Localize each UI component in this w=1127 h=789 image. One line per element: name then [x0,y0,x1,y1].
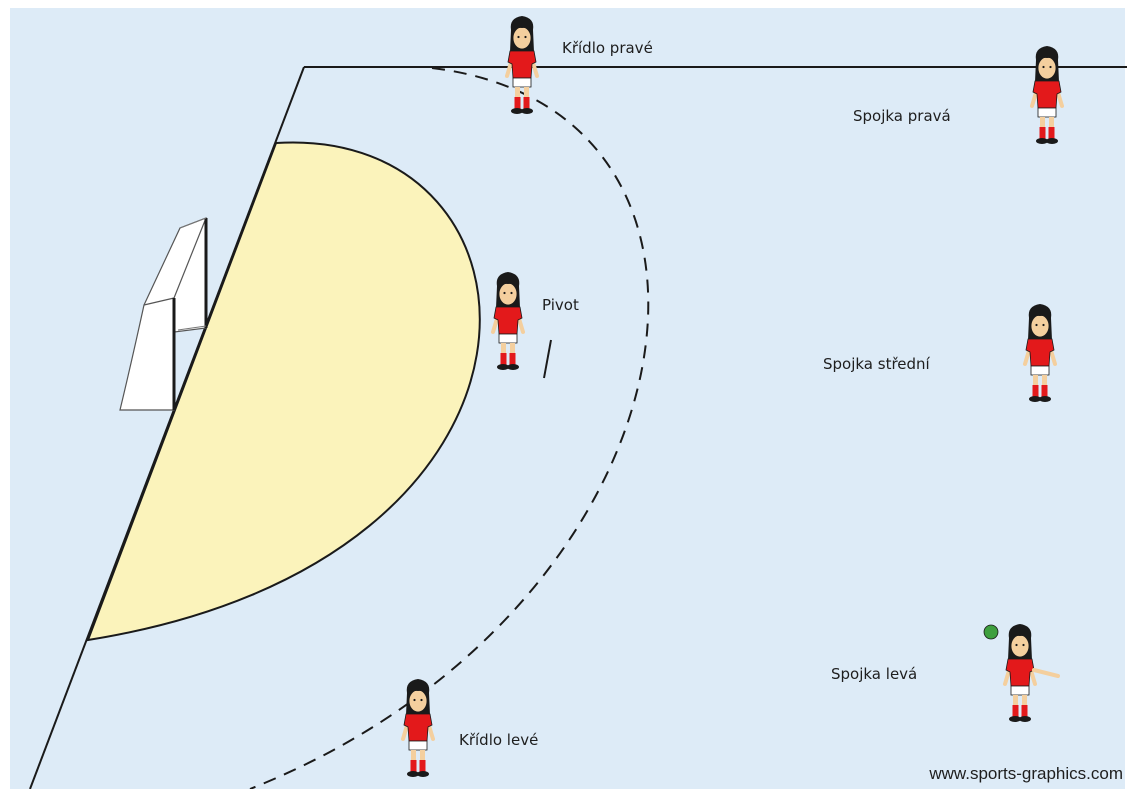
goal-area [86,141,481,642]
credit-text: www.sports-graphics.com [928,764,1123,783]
label-wing-right: Křídlo pravé [562,39,653,57]
label-back-center: Spojka střední [823,355,931,373]
goal [119,217,208,411]
ball [983,624,999,640]
label-pivot: Pivot [542,296,579,314]
pivot-motion-mark [543,339,552,379]
label-wing-left: Křídlo levé [459,731,538,749]
player-back-left [1003,622,1060,724]
label-back-right: Spojka pravá [853,107,951,125]
label-back-left: Spojka levá [831,665,917,683]
goal-line [29,66,305,789]
